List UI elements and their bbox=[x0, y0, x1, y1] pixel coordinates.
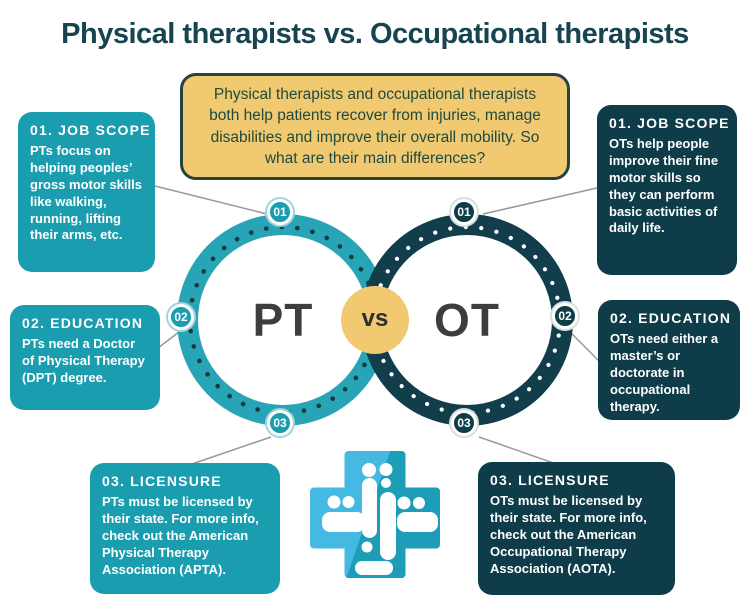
pt-job-scope-heading: 01. JOB SCOPE bbox=[30, 122, 151, 138]
pt-education-body: PTs need a Doctor of Physical Therapy (D… bbox=[22, 336, 145, 385]
ot-licensure-body: OTs must be licensed by their state. For… bbox=[490, 493, 647, 576]
medical-cross-people-icon bbox=[310, 451, 440, 578]
badge-01-right: 01 bbox=[451, 199, 477, 225]
ot-job-scope-box: 01. JOB SCOPE OTs help people improve th… bbox=[597, 105, 737, 275]
ot-education-heading: 02. EDUCATION bbox=[610, 310, 732, 326]
badge-03-right: 03 bbox=[451, 410, 477, 436]
ot-education-body: OTs need either a master’s or doctorate … bbox=[610, 331, 719, 414]
intro-text: Physical therapists and occupational the… bbox=[209, 85, 541, 167]
pt-education-heading: 02. EDUCATION bbox=[22, 315, 144, 331]
ot-education-box: 02. EDUCATION OTs need either a master’s… bbox=[598, 300, 740, 420]
ot-job-scope-heading: 01. JOB SCOPE bbox=[609, 115, 730, 131]
versus-circle: vs bbox=[341, 286, 409, 354]
pt-education-box: 02. EDUCATION PTs need a Doctor of Physi… bbox=[10, 305, 160, 410]
badge-01-left: 01 bbox=[267, 199, 293, 225]
pt-licensure-box: 03. LICENSURE PTs must be licensed by th… bbox=[90, 463, 280, 594]
badge-02-right: 02 bbox=[552, 303, 578, 329]
pt-job-scope-box: 01. JOB SCOPE PTs focus on helping peopl… bbox=[18, 112, 155, 272]
ot-licensure-box: 03. LICENSURE OTs must be licensed by th… bbox=[478, 462, 675, 595]
badge-03-left: 03 bbox=[267, 410, 293, 436]
intro-callout: Physical therapists and occupational the… bbox=[180, 73, 570, 180]
pt-licensure-heading: 03. LICENSURE bbox=[102, 473, 222, 489]
pt-label: PT bbox=[252, 294, 314, 346]
ot-job-scope-body: OTs help people improve their fine motor… bbox=[609, 136, 719, 236]
pt-job-scope-body: PTs focus on helping peoples’ gross moto… bbox=[30, 143, 142, 243]
page-title: Physical therapists vs. Occupational the… bbox=[61, 18, 689, 50]
ot-licensure-heading: 03. LICENSURE bbox=[490, 472, 610, 488]
ot-label: OT bbox=[434, 294, 500, 346]
badge-02-left: 02 bbox=[168, 304, 194, 330]
pt-licensure-body: PTs must be licensed by their state. For… bbox=[102, 494, 259, 577]
